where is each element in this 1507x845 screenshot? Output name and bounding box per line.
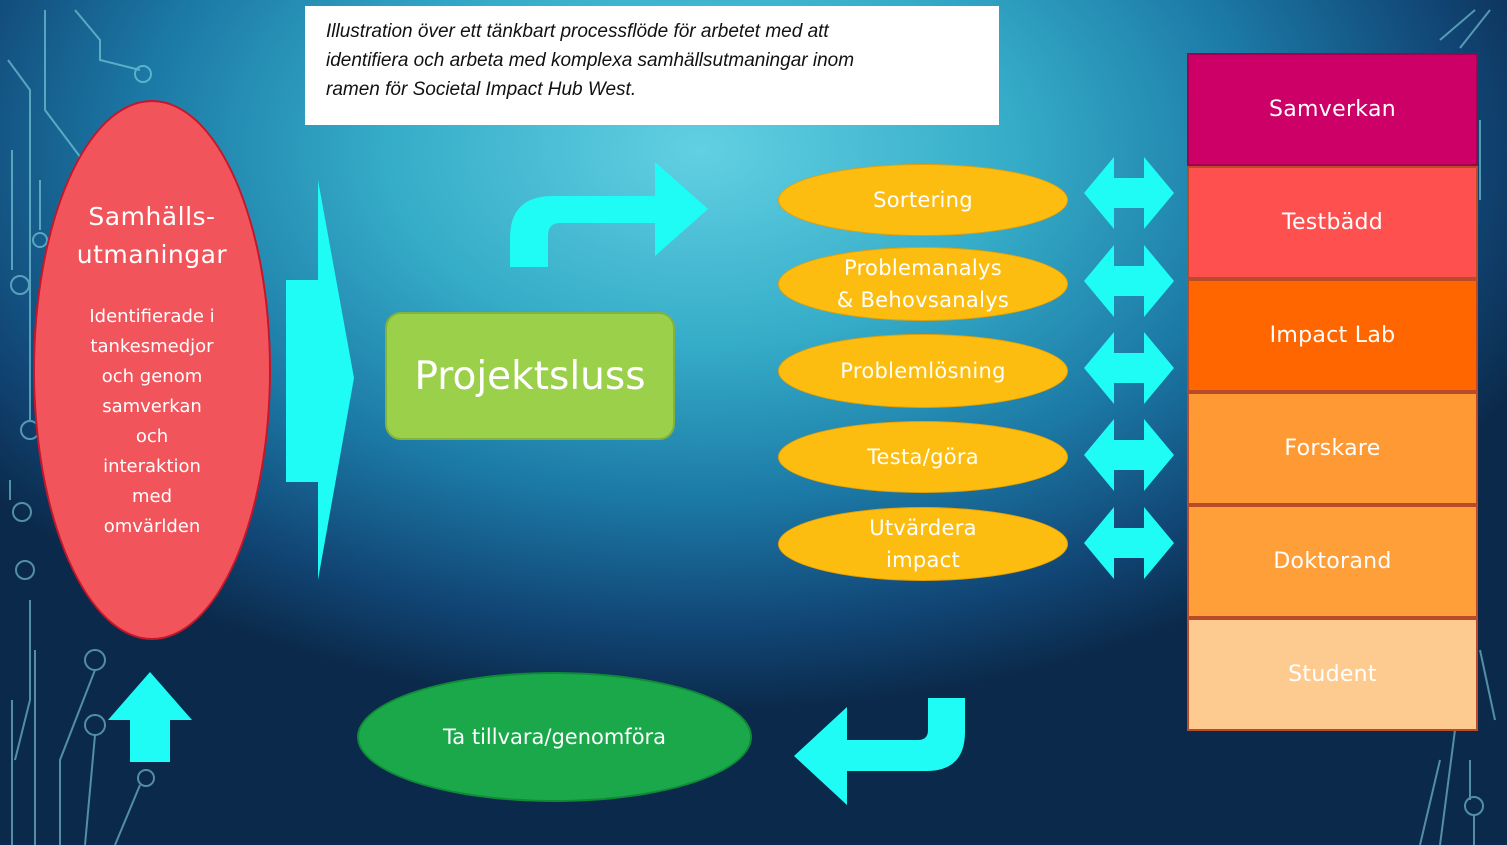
step-label: impact — [885, 548, 961, 572]
step-testa-gora: Testa/göra — [778, 421, 1068, 493]
samhallsutmaningar-description: Identifierade i tankesmedjor och genom s… — [75, 302, 230, 542]
step-label: Sortering — [873, 188, 973, 212]
double-arrow-1 — [1084, 157, 1174, 229]
step-label: & Behovsanalys — [836, 288, 1010, 312]
role-student: Student — [1187, 618, 1478, 731]
title-line: utmaningar — [76, 240, 228, 269]
title-line: Samhälls- — [88, 202, 216, 231]
description-line: med — [131, 486, 173, 507]
description-line: tankesmedjor — [90, 336, 214, 357]
role-impact-lab: Impact Lab — [1187, 279, 1478, 392]
caption-line: ramen för Societal Impact Hub West. — [326, 79, 637, 100]
description-line: och genom — [101, 366, 203, 387]
samhallsutmaningar-ellipse: Samhälls- utmaningar Identifierade i tan… — [33, 100, 271, 640]
step-utvardera-impact: Utvärdera impact — [778, 507, 1068, 581]
role-samverkan: Samverkan — [1187, 53, 1478, 166]
description-line: interaktion — [103, 456, 201, 477]
role-doktorand: Doktorand — [1187, 505, 1478, 618]
double-arrows — [1084, 157, 1174, 579]
role-testbadd: Testbädd — [1187, 166, 1478, 279]
caption-line: Illustration över ett tänkbart processfl… — [326, 21, 829, 42]
big-chevron-arrow — [286, 180, 354, 580]
step-label: Testa/göra — [867, 445, 979, 469]
step-problemanalys: Problemanalys & Behovsanalys — [778, 247, 1068, 321]
step-sortering: Sortering — [778, 164, 1068, 236]
description-line: samverkan — [102, 396, 202, 417]
ta-tillvara-ellipse: Ta tillvara/genomföra — [357, 672, 752, 802]
samhallsutmaningar-title: Samhälls- utmaningar — [67, 198, 237, 274]
description-line: Identifierade i — [89, 306, 215, 327]
double-arrow-2 — [1084, 245, 1174, 317]
description-line: omvärlden — [103, 516, 201, 537]
step-label: Problemlösning — [840, 359, 1006, 383]
step-problemlosning: Problemlösning — [778, 334, 1068, 408]
role-forskare: Forskare — [1187, 392, 1478, 505]
ta-tillvara-label: Ta tillvara/genomföra — [442, 725, 667, 749]
caption-line: identifiera och arbeta med komplexa samh… — [326, 50, 855, 71]
bent-arrow-up-right — [510, 162, 708, 267]
projektsluss-box: Projektsluss — [385, 312, 675, 440]
double-arrow-5 — [1084, 507, 1174, 579]
caption-box: Illustration över ett tänkbart processfl… — [305, 6, 999, 125]
step-label: Problemanalys — [843, 256, 1002, 280]
bent-arrow-up-left — [108, 672, 309, 762]
step-label: Utvärdera — [869, 516, 977, 540]
bent-arrow-down-left — [794, 698, 965, 805]
double-arrow-4 — [1084, 419, 1174, 491]
double-arrow-3 — [1084, 332, 1174, 404]
description-line: och — [135, 426, 169, 447]
